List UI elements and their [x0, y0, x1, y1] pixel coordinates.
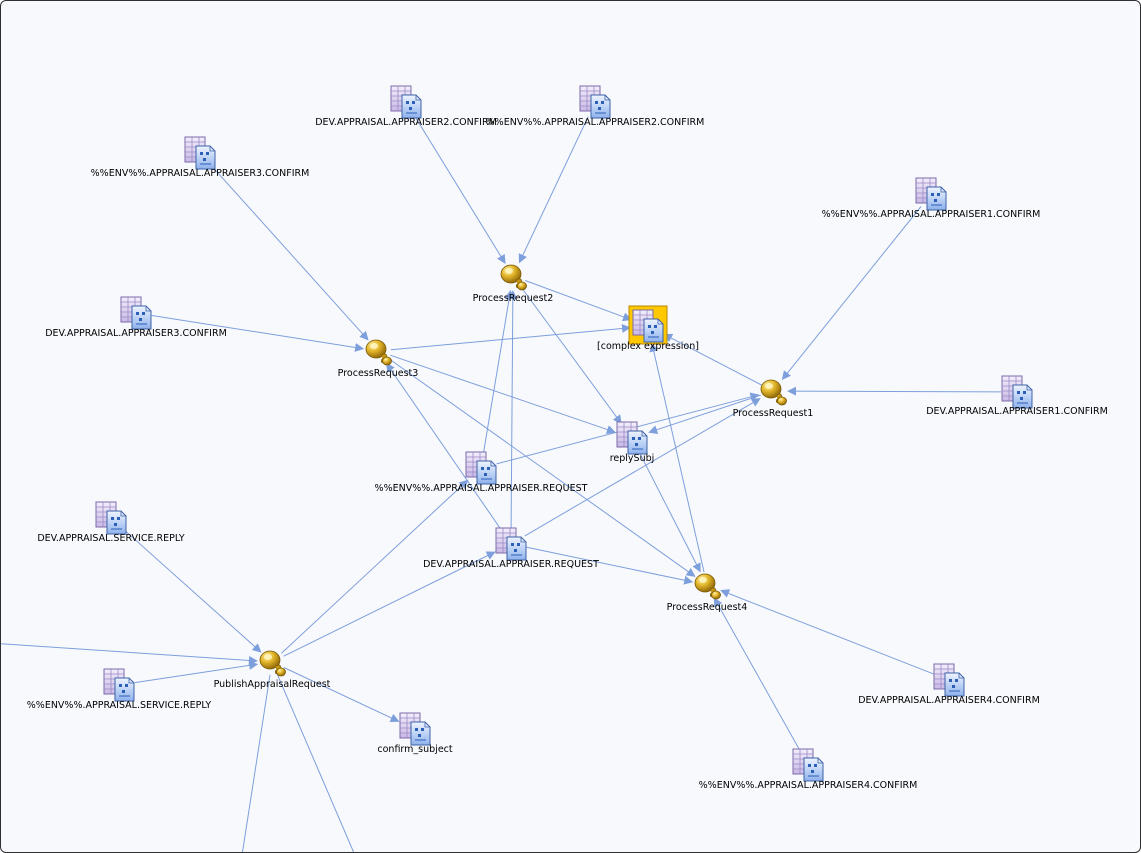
node-label: DEV.APPRAISAL.APPRAISER4.CONFIRM — [858, 695, 1040, 706]
edge-pr1-to-complex — [663, 333, 762, 386]
edge-pr2-to-complex — [525, 280, 632, 322]
edge-dev_a1c-to-pr1 — [787, 386, 1002, 396]
node-env_svc[interactable] — [103, 668, 135, 702]
node-label: ProcessRequest1 — [733, 408, 814, 419]
subject-document-icon — [495, 527, 527, 561]
node-label: ProcessRequest4 — [667, 602, 748, 613]
node-label: %%ENV%%.APPRAISAL.APPRAISER2.CONFIRM — [486, 117, 705, 128]
edge-pr3-to-complex — [390, 323, 631, 351]
node-confirm[interactable] — [399, 712, 431, 746]
edge-pub-to-env_req — [281, 479, 469, 654]
edge-dev_req-to-pr3 — [385, 362, 503, 532]
subject-document-icon — [184, 136, 216, 170]
edge-env_a3c-to-pr3 — [210, 164, 369, 341]
edge-env_svc-to-pub — [134, 660, 259, 684]
subject-document-icon — [792, 748, 824, 782]
node-dev_a2c[interactable] — [390, 85, 422, 119]
edge-pr3-to-pr4 — [388, 358, 696, 577]
edge-dev_req-to-pr2 — [508, 290, 518, 529]
edges-layer — [1, 115, 1002, 852]
node-label: confirm_subject — [377, 744, 452, 755]
node-dev_a4c[interactable] — [933, 663, 965, 697]
process-gear-icon — [760, 379, 787, 406]
subject-document-icon — [1001, 375, 1033, 409]
node-label: PublishAppraisalRequest — [214, 679, 331, 690]
edge-pub-to-confirm — [283, 667, 400, 723]
edge-reply-to-pr4 — [638, 452, 701, 573]
edge-pr2-to-reply — [520, 286, 622, 425]
process-gear-icon — [259, 650, 286, 677]
node-label: %%ENV%%.APPRAISAL.APPRAISER1.CONFIRM — [822, 209, 1041, 220]
node-label: [complex expression] — [597, 341, 699, 352]
subject-document-icon — [95, 501, 127, 535]
process-gear-icon — [500, 264, 527, 291]
node-pr4[interactable] — [694, 573, 721, 600]
subject-document-icon — [103, 668, 135, 702]
node-reply[interactable] — [616, 421, 648, 455]
process-gear-icon — [365, 339, 392, 366]
subject-document-icon — [390, 85, 422, 119]
edge-dev_a2c-to-pr2 — [413, 115, 506, 264]
subject-document-icon — [465, 451, 497, 485]
node-pr3[interactable] — [365, 339, 392, 366]
edge-env_a1c-to-pr1 — [781, 206, 922, 381]
subject-document-icon — [120, 296, 152, 330]
node-label: %%ENV%%.APPRAISAL.APPRAISER4.CONFIRM — [699, 780, 918, 791]
subject-document-icon — [628, 305, 668, 345]
node-dev_a3c[interactable] — [120, 296, 152, 330]
subject-document-icon — [616, 421, 648, 455]
edge-pub-to-offscreen_bottom_1 — [241, 674, 271, 852]
edge-pr3-to-reply — [390, 354, 616, 434]
edge-dev_a4c-to-pr4 — [720, 589, 935, 675]
node-env_a1c[interactable] — [915, 177, 947, 211]
node-label: ProcessRequest2 — [473, 293, 554, 304]
node-label: ProcessRequest3 — [338, 368, 419, 379]
node-label: DEV.APPRAISAL.APPRAISER2.CONFIRM — [315, 117, 497, 128]
node-pr1[interactable] — [760, 379, 787, 406]
node-env_a2c[interactable] — [579, 85, 611, 119]
subject-document-icon — [579, 85, 611, 119]
edge-dev_req-to-pr4 — [526, 546, 694, 585]
subject-document-icon — [399, 712, 431, 746]
edge-env_a4c-to-pr4 — [713, 597, 801, 752]
edge-pub-to-offscreen_bottom_2 — [276, 673, 355, 852]
node-label: DEV.APPRAISAL.APPRAISER1.CONFIRM — [926, 406, 1108, 417]
node-env_req[interactable] — [465, 451, 497, 485]
node-label: DEV.APPRAISAL.SERVICE.REPLY — [37, 533, 185, 544]
node-env_a3c[interactable] — [184, 136, 216, 170]
edge-pr1-to-reply — [648, 394, 761, 435]
node-dev_req[interactable] — [495, 527, 527, 561]
node-label: replySubj — [610, 453, 655, 464]
node-label: DEV.APPRAISAL.APPRAISER3.CONFIRM — [45, 328, 227, 339]
node-label: %%ENV%%.APPRAISAL.APPRAISER.REQUEST — [375, 483, 588, 494]
node-label: %%ENV%%.APPRAISAL.APPRAISER3.CONFIRM — [91, 168, 310, 179]
node-label: DEV.APPRAISAL.APPRAISER.REQUEST — [423, 559, 599, 570]
node-pr2[interactable] — [500, 264, 527, 291]
edge-env_req-to-pr2 — [483, 289, 514, 453]
node-env_a4c[interactable] — [792, 748, 824, 782]
node-pub[interactable] — [259, 650, 286, 677]
edge-pub-to-dev_req — [283, 551, 496, 657]
edge-pr4-to-complex — [649, 342, 705, 573]
process-gear-icon — [694, 573, 721, 600]
edge-dev_svc-to-pub — [122, 528, 262, 653]
node-complex[interactable] — [628, 305, 668, 345]
node-dev_svc[interactable] — [95, 501, 127, 535]
node-dev_a1c[interactable] — [1001, 375, 1033, 409]
node-label: %%ENV%%.APPRAISAL.SERVICE.REPLY — [27, 700, 212, 711]
nodes-layer: DEV.APPRAISAL.APPRAISER2.CONFIRM%%ENV%%.… — [27, 85, 1108, 791]
edge-env_a2c-to-pr2 — [518, 116, 589, 264]
subject-document-icon — [915, 177, 947, 211]
edge-dev_a3c-to-pr3 — [151, 315, 365, 352]
subject-document-icon — [933, 663, 965, 697]
edge-offscreen_left-to-pub — [1, 643, 258, 665]
edge-dev_req-to-pr1 — [524, 398, 761, 537]
